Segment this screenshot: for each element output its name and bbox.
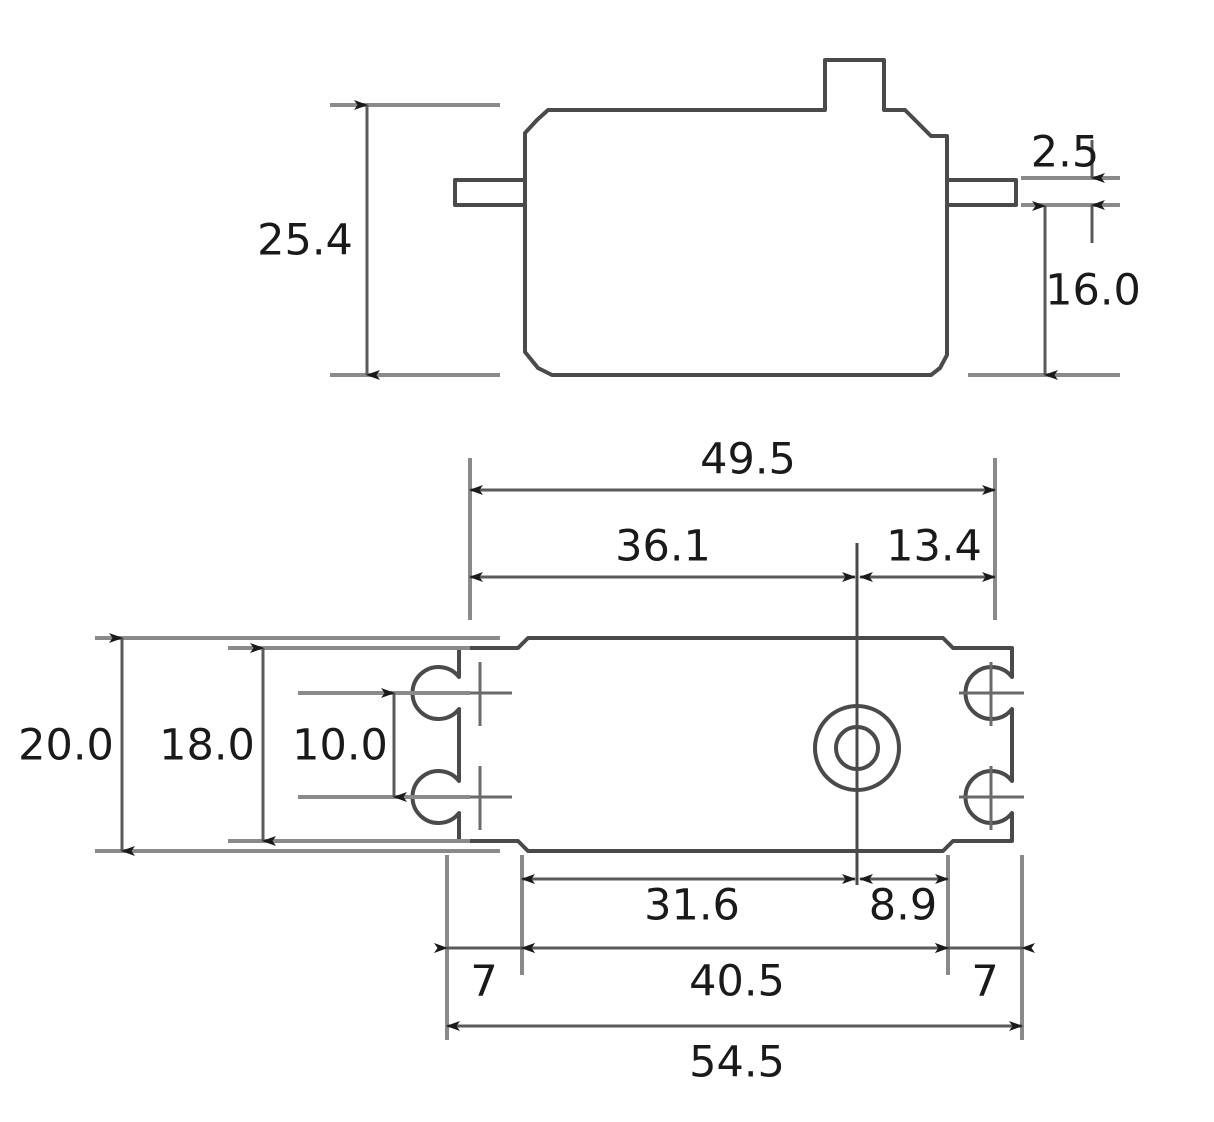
side-view-right-flange (945, 178, 1018, 207)
plan-view-group: 49.5 36.1 13.4 20.0 18.0 10.0 31.6 8.9 (18, 435, 1035, 1088)
dim-label-16-0: 16.0 (1045, 266, 1141, 316)
dim-label-31-6: 31.6 (644, 881, 740, 931)
side-view-group: 25.4 2.5 16.0 (257, 58, 1141, 380)
plan-view-outline (410, 636, 1014, 853)
dim-label-54-5: 54.5 (689, 1038, 785, 1088)
output-shaft-outer-circle (813, 704, 901, 792)
output-shaft-inner-circle (834, 725, 880, 771)
dim-label-7-left: 7 (470, 957, 497, 1007)
dim-label-20-0: 20.0 (18, 721, 114, 771)
dim-label-8-9: 8.9 (869, 881, 937, 931)
dim-label-49-5: 49.5 (700, 435, 796, 485)
dim-label-36-1: 36.1 (615, 522, 711, 572)
dim-label-18-0: 18.0 (159, 721, 255, 771)
dim-label-10-0: 10.0 (292, 721, 388, 771)
dim-label-2-5: 2.5 (1031, 128, 1099, 178)
dim-label-13-4: 13.4 (886, 522, 982, 572)
side-view-left-flange (453, 178, 527, 207)
dim-label-7-right: 7 (971, 957, 998, 1007)
dim-label-40-5: 40.5 (689, 957, 785, 1007)
side-view-body-outline (523, 58, 949, 377)
dim-label-25-4: 25.4 (257, 216, 353, 266)
